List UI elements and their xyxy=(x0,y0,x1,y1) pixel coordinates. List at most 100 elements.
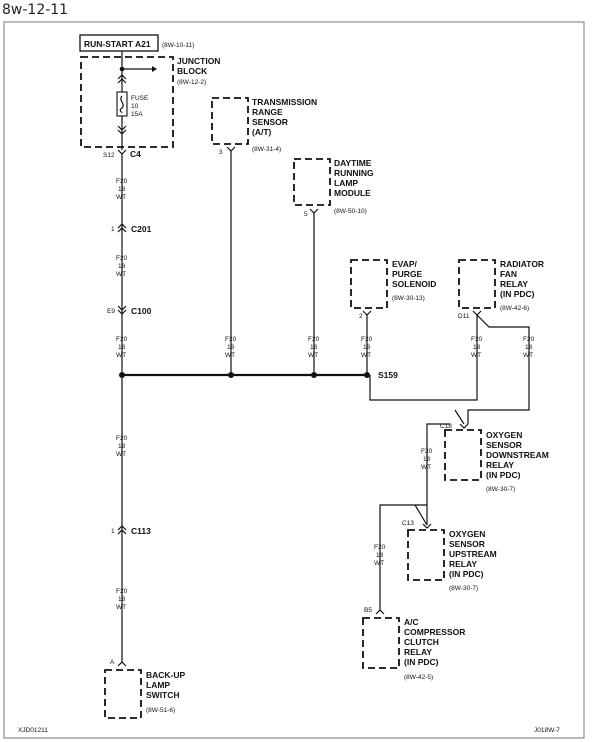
connector-icon xyxy=(117,125,127,135)
connector-icon xyxy=(459,423,469,429)
o2up-line3: UPSTREAM xyxy=(449,549,497,559)
connector-icon xyxy=(309,208,319,214)
wire-color: WT xyxy=(374,560,384,567)
o2up-line1: OXYGEN xyxy=(449,529,485,539)
wire-code: F20 xyxy=(116,435,128,442)
routing-wire xyxy=(454,409,465,425)
o2up-line5: (IN PDC) xyxy=(449,569,484,579)
ac-line3: CLUTCH xyxy=(404,637,439,647)
o2down-line5: (IN PDC) xyxy=(486,470,521,480)
connector-icon xyxy=(226,146,236,152)
ac-line1: A/C xyxy=(404,617,419,627)
wire-color: WT xyxy=(361,352,371,359)
trs-line2: RANGE xyxy=(252,107,283,117)
wire-code: F20 xyxy=(225,336,237,343)
splice-s159: S159 xyxy=(378,370,398,380)
junction-name-2: BLOCK xyxy=(177,66,208,76)
run-start-box xyxy=(79,34,159,52)
c201-pin: 1 xyxy=(111,226,115,233)
wire-code: F20 xyxy=(523,336,535,343)
fuse-label: FUSE xyxy=(131,95,149,102)
radfan-wire-b xyxy=(476,314,530,375)
backup-line3: SWITCH xyxy=(146,690,180,700)
wire-gauge: 18 xyxy=(376,552,384,559)
backup-line2: LAMP xyxy=(146,680,170,690)
wire-gauge: 18 xyxy=(118,263,126,270)
trs-line4: (A/T) xyxy=(252,127,272,137)
o2up-ref: (8W-30-7) xyxy=(449,585,478,592)
o2down-line4: RELAY xyxy=(486,460,514,470)
evap-pin: 2 xyxy=(359,313,363,320)
fuse-rating: 15A xyxy=(131,111,143,118)
footer-left: XJD01211 xyxy=(18,727,48,734)
o2down-pin: C18 xyxy=(440,423,452,430)
backup-outline xyxy=(104,669,142,719)
wire-color: WT xyxy=(116,194,126,201)
connector-icon xyxy=(422,523,432,529)
radfan-line1: RADIATOR xyxy=(500,259,544,269)
junction-arrow-icon xyxy=(152,66,157,72)
wire-color: WT xyxy=(116,451,126,458)
connector-icon xyxy=(117,525,127,535)
evap-line1: EVAP/ xyxy=(392,259,418,269)
o2up-pin: C13 xyxy=(402,520,414,527)
trs-ref: (8W-31-4) xyxy=(252,146,281,153)
o2down-ref: (8W-30-7) xyxy=(486,486,515,493)
wire-gauge: 18 xyxy=(118,344,126,351)
routing-wire xyxy=(379,504,427,610)
radfan-ref: (8W-42-6) xyxy=(500,305,529,312)
wire-color: WT xyxy=(116,271,126,278)
connector-icon xyxy=(472,310,482,316)
o2up-outline xyxy=(407,529,445,581)
connector-icon xyxy=(375,609,385,615)
connector-icon xyxy=(117,223,127,233)
routing-wire xyxy=(426,423,450,440)
junction-block-outline xyxy=(80,56,174,148)
connector-icon xyxy=(117,661,127,667)
evap-ref: (8W-30-13) xyxy=(392,295,425,302)
ac-ref: (8W-42-5) xyxy=(404,674,433,681)
connector-icon xyxy=(117,305,127,315)
trs-line3: SENSOR xyxy=(252,117,288,127)
o2down-line3: DOWNSTREAM xyxy=(486,450,549,460)
backup-line1: BACK-UP xyxy=(146,670,186,680)
drl-line1: DAYTIME xyxy=(334,158,372,168)
drl-line2: RUNNING xyxy=(334,168,374,178)
fuse-number: 10 xyxy=(131,103,139,110)
c113-label: C113 xyxy=(131,526,151,536)
wire-gauge: 18 xyxy=(118,596,126,603)
ac-outline xyxy=(362,617,400,669)
o2down-outline xyxy=(444,429,482,481)
connector-icon xyxy=(117,74,127,84)
backup-ref: (8W-51-6) xyxy=(146,707,175,714)
routing-wire xyxy=(369,375,478,401)
junction-splice xyxy=(119,66,125,72)
junction-name-1: JUNCTION xyxy=(177,56,220,66)
wire-gauge: 18 xyxy=(118,443,126,450)
wire-color: WT xyxy=(523,352,533,359)
wire-gauge: 18 xyxy=(118,186,126,193)
fuse-icon xyxy=(116,91,128,117)
drl-pin: 5 xyxy=(304,211,308,218)
routing-wire xyxy=(414,504,428,526)
wire-color: WT xyxy=(116,604,126,611)
wire-code: F20 xyxy=(116,255,128,262)
drl-line3: LAMP xyxy=(334,178,358,188)
radfan-outline xyxy=(458,259,496,309)
page-label: 8w-12-11 xyxy=(2,2,69,18)
radfan-line3: RELAY xyxy=(500,279,528,289)
trs-pin: 3 xyxy=(219,149,223,156)
evap-outline xyxy=(350,259,388,309)
junction-pin: S12 xyxy=(103,152,115,159)
wire-color: WT xyxy=(225,352,235,359)
ac-line4: RELAY xyxy=(404,647,432,657)
run-start-label: RUN-START A21 xyxy=(84,39,151,49)
fuse-element-icon xyxy=(119,95,124,113)
c113-pin: 1 xyxy=(111,528,115,535)
wire-code: F20 xyxy=(421,448,433,455)
o2down-line2: SENSOR xyxy=(486,440,522,450)
evap-line2: PURGE xyxy=(392,269,423,279)
trs-outline xyxy=(211,97,249,145)
connector-icon xyxy=(362,310,372,316)
